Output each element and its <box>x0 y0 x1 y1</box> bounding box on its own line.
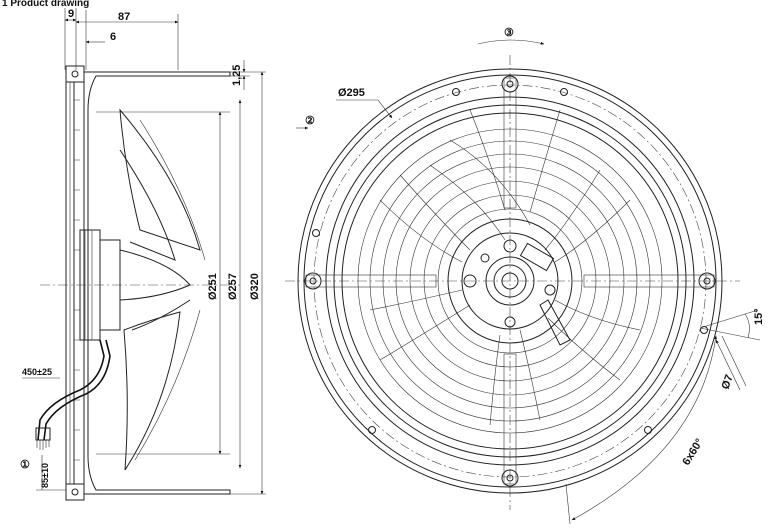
dim-d295: Ø295 <box>338 87 365 99</box>
side-view: 9 87 6 <box>20 8 266 501</box>
dim-6x60: 6x60° <box>680 437 705 468</box>
callout-3: ③ <box>504 27 514 39</box>
dim-d7: Ø7 <box>720 373 736 391</box>
dim-d320: Ø320 <box>249 273 261 300</box>
dim-85: 85±10 <box>40 463 50 488</box>
dim-cable-length: 450±25 <box>22 367 52 377</box>
dim-d251: Ø251 <box>207 273 219 300</box>
dim-6: 6 <box>110 31 116 43</box>
callout-2: ② <box>305 115 315 127</box>
dim-9: 9 <box>68 8 74 20</box>
dim-angle-15: 15° <box>753 308 765 325</box>
dim-d257: Ø257 <box>227 273 239 300</box>
dim-87: 87 <box>118 11 130 23</box>
dim-1-25: 1,25 <box>231 65 243 86</box>
front-view: ③ ② Ø295 15° Ø7 6x60° <box>285 27 765 525</box>
callout-1: ① <box>20 459 30 471</box>
drawing-title: 1 Product drawing <box>2 0 89 9</box>
